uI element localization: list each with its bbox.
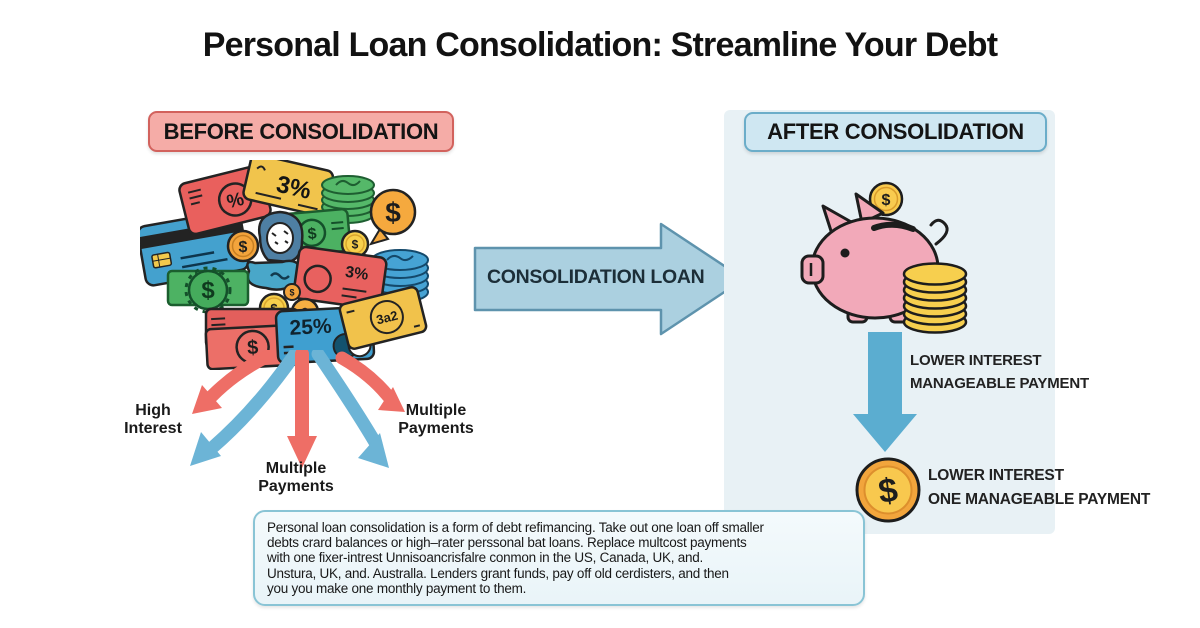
gold-coin-icon: $ xyxy=(855,457,921,523)
card-yellow-3pct-icon: 3% xyxy=(242,160,335,217)
svg-text:25%: 25% xyxy=(289,315,333,340)
red-arrow-left xyxy=(205,350,275,403)
red-arrow-right xyxy=(335,351,395,403)
label-multiple-payments-right: Multiple Payments xyxy=(398,402,474,437)
coin-orange-dollar-icon: $ xyxy=(226,229,260,263)
sad-debtor-icon xyxy=(246,210,304,291)
svg-text:$: $ xyxy=(882,192,891,209)
after-step1-line2: MANAGEABLE PAYMENT xyxy=(910,374,1089,392)
after-step2-line2: ONE MANAGEABLE PAYMENT xyxy=(928,490,1151,508)
debt-outflow-arrows xyxy=(190,350,405,468)
label-multiple-payments-center: Multiple Payments xyxy=(258,460,334,495)
blue-arrow-right xyxy=(311,350,383,451)
coin-stack-gold-icon xyxy=(902,262,968,334)
svg-text:$: $ xyxy=(352,238,359,252)
consolidation-arrow xyxy=(473,222,746,336)
piggy-bank-icon: $ xyxy=(800,181,968,334)
debt-cluster-illustration: % 3% $ $ xyxy=(140,160,429,370)
svg-text:$: $ xyxy=(385,197,401,228)
svg-text:3%: 3% xyxy=(344,264,369,284)
after-step1-line1: LOWER INTEREST xyxy=(910,352,1042,369)
speech-bubble-dollar-icon: $ xyxy=(368,188,417,246)
before-consolidation-header: BEFORE CONSOLIDATION xyxy=(148,111,454,152)
coin-yellow-small-icon: $ xyxy=(340,229,370,259)
down-arrow-icon xyxy=(853,332,917,452)
card-red-3pct-icon: 3% xyxy=(292,245,388,311)
consolidation-arrow-label: CONSOLIDATION LOAN xyxy=(487,266,705,288)
svg-text:$: $ xyxy=(289,288,294,298)
after-step2-line1: LOWER INTEREST xyxy=(928,467,1064,484)
page-title: Personal Loan Consolidation: Streamline … xyxy=(202,26,998,64)
description-line: Unstura, UK, and. Australla. Lenders gra… xyxy=(267,565,729,581)
description-line: you you make one monthly payment to them… xyxy=(267,580,527,596)
description-box: Personal loan consolidation is a form of… xyxy=(253,510,865,606)
after-step1-label: LOWER INTEREST MANAGEABLE PAYMENT xyxy=(910,350,1089,395)
svg-text:%: % xyxy=(225,189,247,213)
label-high-interest: High Interest xyxy=(124,402,182,437)
money-bundle-icon: $ xyxy=(166,266,250,314)
after-step2-label: LOWER INTEREST ONE MANAGEABLE PAYMENT xyxy=(928,464,1150,511)
description-line: with one fixer-intrest Unnisoancrisfalre… xyxy=(267,550,703,566)
description-line: debts crard balances or high–rater perss… xyxy=(267,535,747,551)
card-yellow-code-icon: 3a2 xyxy=(338,286,428,350)
blue-arrow-left xyxy=(205,350,302,455)
description-line: Personal loan consolidation is a form of… xyxy=(267,520,764,535)
after-consolidation-header: AFTER CONSOLIDATION xyxy=(744,112,1047,152)
svg-text:$: $ xyxy=(307,225,317,243)
svg-text:$: $ xyxy=(239,239,248,256)
svg-text:$: $ xyxy=(247,337,259,360)
svg-text:$: $ xyxy=(201,277,215,304)
coin-orange-tiny-icon: $ xyxy=(283,283,301,301)
svg-text:3a2: 3a2 xyxy=(375,308,400,328)
falling-coin-icon: $ xyxy=(868,181,904,217)
